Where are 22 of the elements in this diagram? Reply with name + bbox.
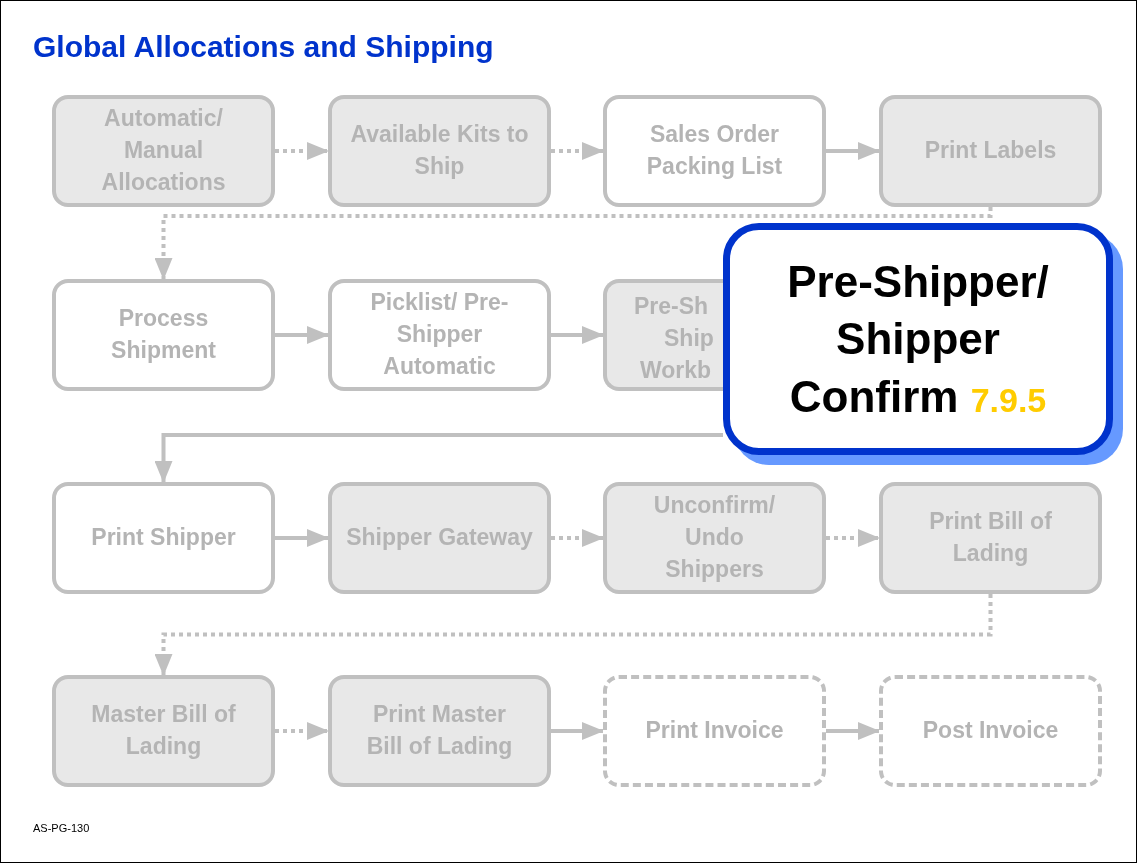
arrow: [551, 722, 604, 740]
arrow: [275, 529, 329, 547]
dotted-arrow: [551, 142, 604, 160]
diagram-title: Global Allocations and Shipping: [33, 30, 494, 64]
process-box: Sales Order Packing List: [603, 95, 826, 207]
arrow: [154, 433, 723, 483]
arrow: [826, 142, 880, 160]
arrow: [826, 722, 880, 740]
optional-step-box: Print Invoice: [603, 675, 826, 787]
slide-code: AS-PG-130: [33, 822, 90, 834]
process-box: Print Shipper: [52, 482, 275, 594]
dotted-arrow: [154, 594, 993, 676]
process-box: Process Shipment: [52, 279, 275, 391]
arrow: [275, 326, 329, 344]
optional-step-box: Post Invoice: [879, 675, 1102, 787]
dotted-arrow: [826, 529, 880, 547]
dotted-arrow: [551, 529, 604, 547]
dotted-arrow: [275, 722, 329, 740]
dotted-arrow: [154, 206, 993, 280]
dotted-arrow: [275, 142, 329, 160]
process-box: Picklist/ Pre-Shipper Automatic: [328, 279, 551, 391]
arrow: [551, 326, 604, 344]
